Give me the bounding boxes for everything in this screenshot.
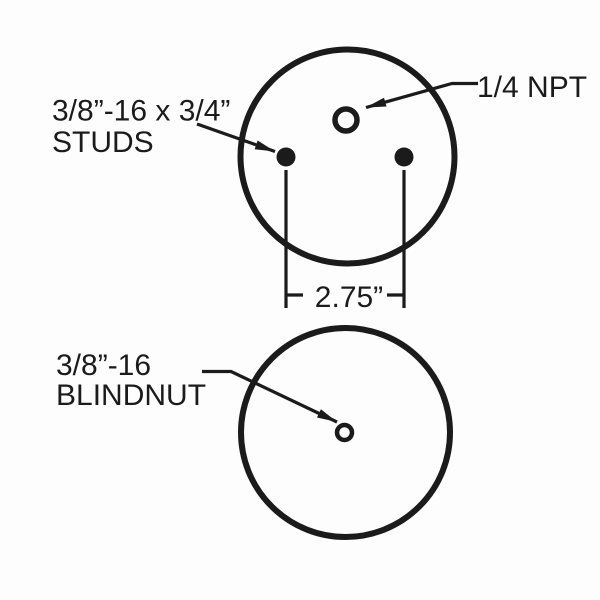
studs-leader-arrow (196, 122, 276, 154)
studs-label-line2: STUDS (52, 126, 154, 159)
blindnut-label-line2: BLINDNUT (56, 379, 206, 412)
bottom-view-outline (238, 325, 453, 540)
blindnut-hole (334, 422, 355, 443)
blindnut-label-line1: 3/8”-16 (56, 349, 151, 382)
dimension-label: 2.75” (315, 281, 383, 314)
top-view-outline (237, 46, 458, 267)
npt-leader-arrow (365, 81, 478, 110)
npt-port-hole (332, 106, 360, 134)
studs-label-line1: 3/8”-16 x 3/4” (52, 95, 230, 128)
stud-left (276, 147, 296, 167)
dimension-extension-lines (284, 170, 406, 308)
npt-label: 1/4 NPT (477, 71, 587, 104)
top-view: 3/8”-16 x 3/4” STUDS 1/4 NPT 2.75” (52, 46, 587, 314)
stud-right (394, 147, 414, 167)
bottom-view: 3/8”-16 BLINDNUT (56, 325, 453, 540)
blindnut-leader-arrow (202, 369, 338, 424)
